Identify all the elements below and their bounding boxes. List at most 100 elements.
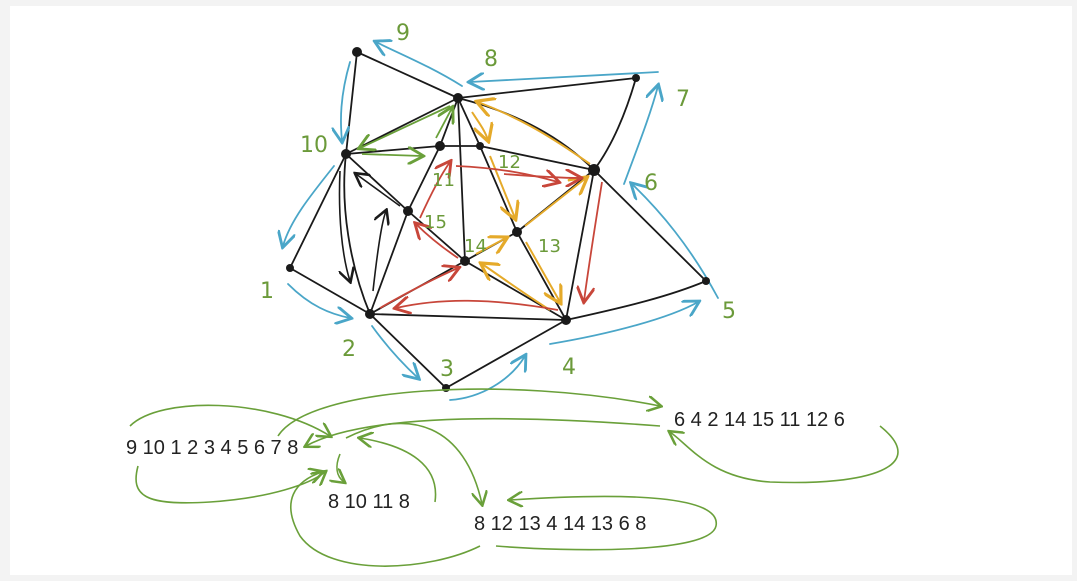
red-arrow-6-4 <box>584 181 603 301</box>
edge-4-5 <box>565 280 707 321</box>
label-3: 3 <box>440 357 454 382</box>
sequence-green-cycle: 8 10 11 8 <box>328 491 410 513</box>
red-arrow-12-6 <box>503 174 580 178</box>
label-11: 11 <box>432 170 455 191</box>
orange-arrow-14-13 <box>475 238 506 255</box>
edge-10-1 <box>289 153 347 269</box>
label-1: 1 <box>260 279 274 304</box>
vertex-13 <box>512 227 522 237</box>
edge-15-2 <box>369 210 409 315</box>
blue-arrow-1-2 <box>287 283 350 318</box>
red-arrow-4-2 <box>396 301 559 310</box>
vertex-12 <box>476 142 484 150</box>
vertex-6 <box>588 164 600 176</box>
red-arrow-2-14 <box>379 268 458 309</box>
edge-6-4 <box>565 169 595 321</box>
edge-10-15 <box>345 153 409 212</box>
blue-arrow-3-4 <box>449 356 525 401</box>
label-12: 12 <box>498 152 521 173</box>
splice-sub-a-down <box>337 453 344 482</box>
label-14: 14 <box>464 236 487 257</box>
edge-10-2a <box>343 153 371 315</box>
green-arrow-10-11 <box>361 154 422 156</box>
edge-8-7 <box>457 77 637 99</box>
vertex-7 <box>632 74 640 82</box>
blue-arrow-9-10 <box>341 61 351 141</box>
label-13: 13 <box>538 236 561 257</box>
label-5: 5 <box>722 299 736 324</box>
edge-2-3 <box>369 313 447 389</box>
label-9: 9 <box>396 21 410 46</box>
green-arrow-8-10 <box>360 105 451 148</box>
vertex-1 <box>286 264 294 272</box>
green-arrow-11-8 <box>435 108 452 139</box>
vertex-14 <box>460 256 470 266</box>
splice-arrows <box>129 388 899 567</box>
black-arrows <box>339 170 401 292</box>
edge-12-6 <box>479 145 595 171</box>
splice-right-return <box>306 417 661 446</box>
label-4: 4 <box>562 355 576 380</box>
edge-8-12 <box>457 97 481 147</box>
blue-arrow-2-3 <box>371 325 418 378</box>
edge-1-2 <box>289 267 371 315</box>
arrow-2-10-black <box>372 211 386 292</box>
splice-main-loop <box>135 465 325 504</box>
sequence-orange-cycle: 8 12 13 4 14 13 6 8 <box>474 513 646 535</box>
label-15: 15 <box>424 212 447 233</box>
label-7: 7 <box>676 87 690 112</box>
label-6: 6 <box>644 171 658 196</box>
vertex-3 <box>442 384 450 392</box>
edge-14-4 <box>464 260 567 321</box>
label-8: 8 <box>484 47 498 72</box>
green-cycle <box>360 106 452 156</box>
vertex-2 <box>365 309 375 319</box>
splice-right-loop <box>670 425 899 484</box>
vertices <box>286 47 710 392</box>
edge-9-8 <box>356 51 459 99</box>
vertex-15 <box>403 206 413 216</box>
label-2: 2 <box>342 337 356 362</box>
splice-sub-b-return <box>290 472 481 567</box>
sequence-red-cycle: 6 4 2 14 15 11 12 6 <box>674 409 845 431</box>
blue-arrow-7-8 <box>470 71 659 82</box>
edge-15-14 <box>407 210 466 262</box>
orange-arrow-6-8 <box>478 102 591 165</box>
vertex-11 <box>435 141 445 151</box>
splice-sub-b-loop <box>495 496 717 551</box>
blue-arrow-10-1 <box>283 165 335 246</box>
graph-drawing: 9 8 7 10 11 12 6 15 14 13 1 5 2 4 3 9 10… <box>126 21 899 567</box>
vertex-10 <box>341 149 351 159</box>
vertex-8 <box>453 93 463 103</box>
edge-8-14 <box>457 97 466 262</box>
orange-arrow-4-14 <box>482 264 551 311</box>
sequence-main: 9 10 1 2 3 4 5 6 7 8 <box>126 437 298 459</box>
orange-arrow-13-4 <box>525 241 560 302</box>
label-10: 10 <box>300 133 328 158</box>
orange-arrow-13-6 <box>524 178 586 227</box>
splice-top-arc <box>129 404 330 436</box>
vertex-5 <box>702 277 710 285</box>
edge-8-6 <box>457 97 595 171</box>
edge-11-15 <box>407 145 441 212</box>
red-cycle <box>379 162 603 310</box>
splice-to-right <box>277 388 660 437</box>
arrow-10-2-black <box>339 170 350 281</box>
blue-arrow-6-7 <box>623 86 658 185</box>
edge-2-4 <box>369 313 567 321</box>
orange-cycle <box>471 102 591 311</box>
edge-6-5 <box>593 169 707 282</box>
vertex-9 <box>352 47 362 57</box>
drawing-canvas: 9 8 7 10 11 12 6 15 14 13 1 5 2 4 3 9 10… <box>10 6 1072 575</box>
edge-3-4 <box>445 319 567 389</box>
splice-sub-a-return <box>360 438 437 503</box>
orange-arrow-12-13 <box>489 155 515 218</box>
vertex-4 <box>561 315 571 325</box>
edge-7-6 <box>593 77 637 171</box>
arrow-15-10-black <box>356 174 401 207</box>
red-arrow-11-12 <box>455 165 558 182</box>
red-arrow-15-11 <box>419 162 450 219</box>
blue-arrow-8-9 <box>376 42 463 87</box>
blue-arrow-4-5 <box>549 302 698 345</box>
red-arrow-14-15 <box>416 224 459 259</box>
